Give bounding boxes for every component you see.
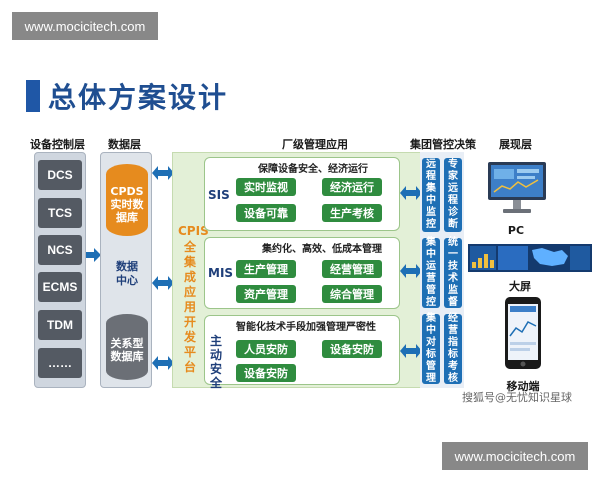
watermark-top: www.mocicitech.com (12, 12, 158, 40)
sis-realtime-monitor: 实时监视 (236, 178, 296, 196)
header-display-layer: 展现层 (499, 138, 532, 151)
safety-equipment-2: 设备安防 (236, 364, 296, 382)
sis-title: 保障设备安全、经济运行 (258, 164, 368, 175)
mis-title: 集约化、高效、低成本管理 (262, 244, 382, 255)
mis-asset-management: 资产管理 (236, 285, 296, 303)
arrow-data-safety (152, 356, 174, 370)
display-screen-label: 大屏 (509, 280, 531, 293)
group-technical-supervision: 统一技术监督 (444, 237, 462, 308)
title-accent-bar (26, 80, 40, 112)
group-expert-diagnosis: 专家远程诊断 (444, 158, 462, 232)
cpis-description: 全集成应用开发平台 (183, 240, 196, 374)
safety-personnel: 人员安防 (236, 340, 296, 358)
arrow-safety-group (400, 344, 422, 358)
device-ecms: ECMS (38, 272, 82, 302)
big-screen-icon (468, 244, 592, 272)
header-factory-apps: 厂级管理应用 (282, 138, 348, 151)
group-benchmark-management: 集中对标管理 (422, 313, 440, 384)
display-pc-label: PC (507, 224, 525, 237)
page-title: 总体方案设计 (48, 81, 229, 114)
data-center-label: 数据中心 (116, 260, 138, 287)
sis-economic-operation: 经济运行 (322, 178, 382, 196)
credit-text: 搜狐号@无忧知识星球 (462, 391, 572, 404)
device-tdm: TDM (38, 310, 82, 340)
device-dcs: DCS (38, 160, 82, 190)
header-device-layer: 设备控制层 (30, 138, 85, 151)
sis-label: SIS (208, 188, 230, 202)
relational-database: 关系型数据库 (106, 314, 148, 380)
mis-integrated-management: 综合管理 (322, 285, 382, 303)
arrow-data-sis (152, 166, 174, 180)
group-kpi-assessment: 经营指标考核 (444, 313, 462, 384)
mis-production-management: 生产管理 (236, 260, 296, 278)
mobile-phone-icon (505, 297, 541, 369)
device-tcs: TCS (38, 198, 82, 228)
arrow-device-to-data (86, 248, 101, 262)
realtime-database: CPDS实时数据库 (106, 164, 148, 236)
cpis-name: CPIS (178, 224, 209, 238)
safety-label: 主动安全 (210, 334, 223, 390)
display-mobile-label: 移动端 (506, 380, 540, 393)
arrow-mis-group (400, 264, 422, 278)
mis-business-management: 经营管理 (322, 260, 382, 278)
safety-title: 智能化技术手段加强管理严密性 (236, 322, 376, 333)
arrow-data-mis (152, 276, 174, 290)
sis-equipment-reliability: 设备可靠 (236, 204, 296, 222)
sis-production-assessment: 生产考核 (322, 204, 382, 222)
group-remote-monitoring: 远程集中监控 (422, 158, 440, 232)
header-data-layer: 数据层 (108, 138, 141, 151)
watermark-bottom: www.mocicitech.com (442, 442, 588, 470)
device-ncs: NCS (38, 235, 82, 265)
mis-label: MIS (208, 266, 234, 280)
header-group-decision: 集团管控决策 (410, 138, 476, 151)
arrow-sis-group (400, 186, 422, 200)
device-more: …… (38, 348, 82, 378)
pc-monitor-icon (488, 162, 546, 213)
group-operation-control: 集中运营管控 (422, 237, 440, 308)
safety-equipment-1: 设备安防 (322, 340, 382, 358)
